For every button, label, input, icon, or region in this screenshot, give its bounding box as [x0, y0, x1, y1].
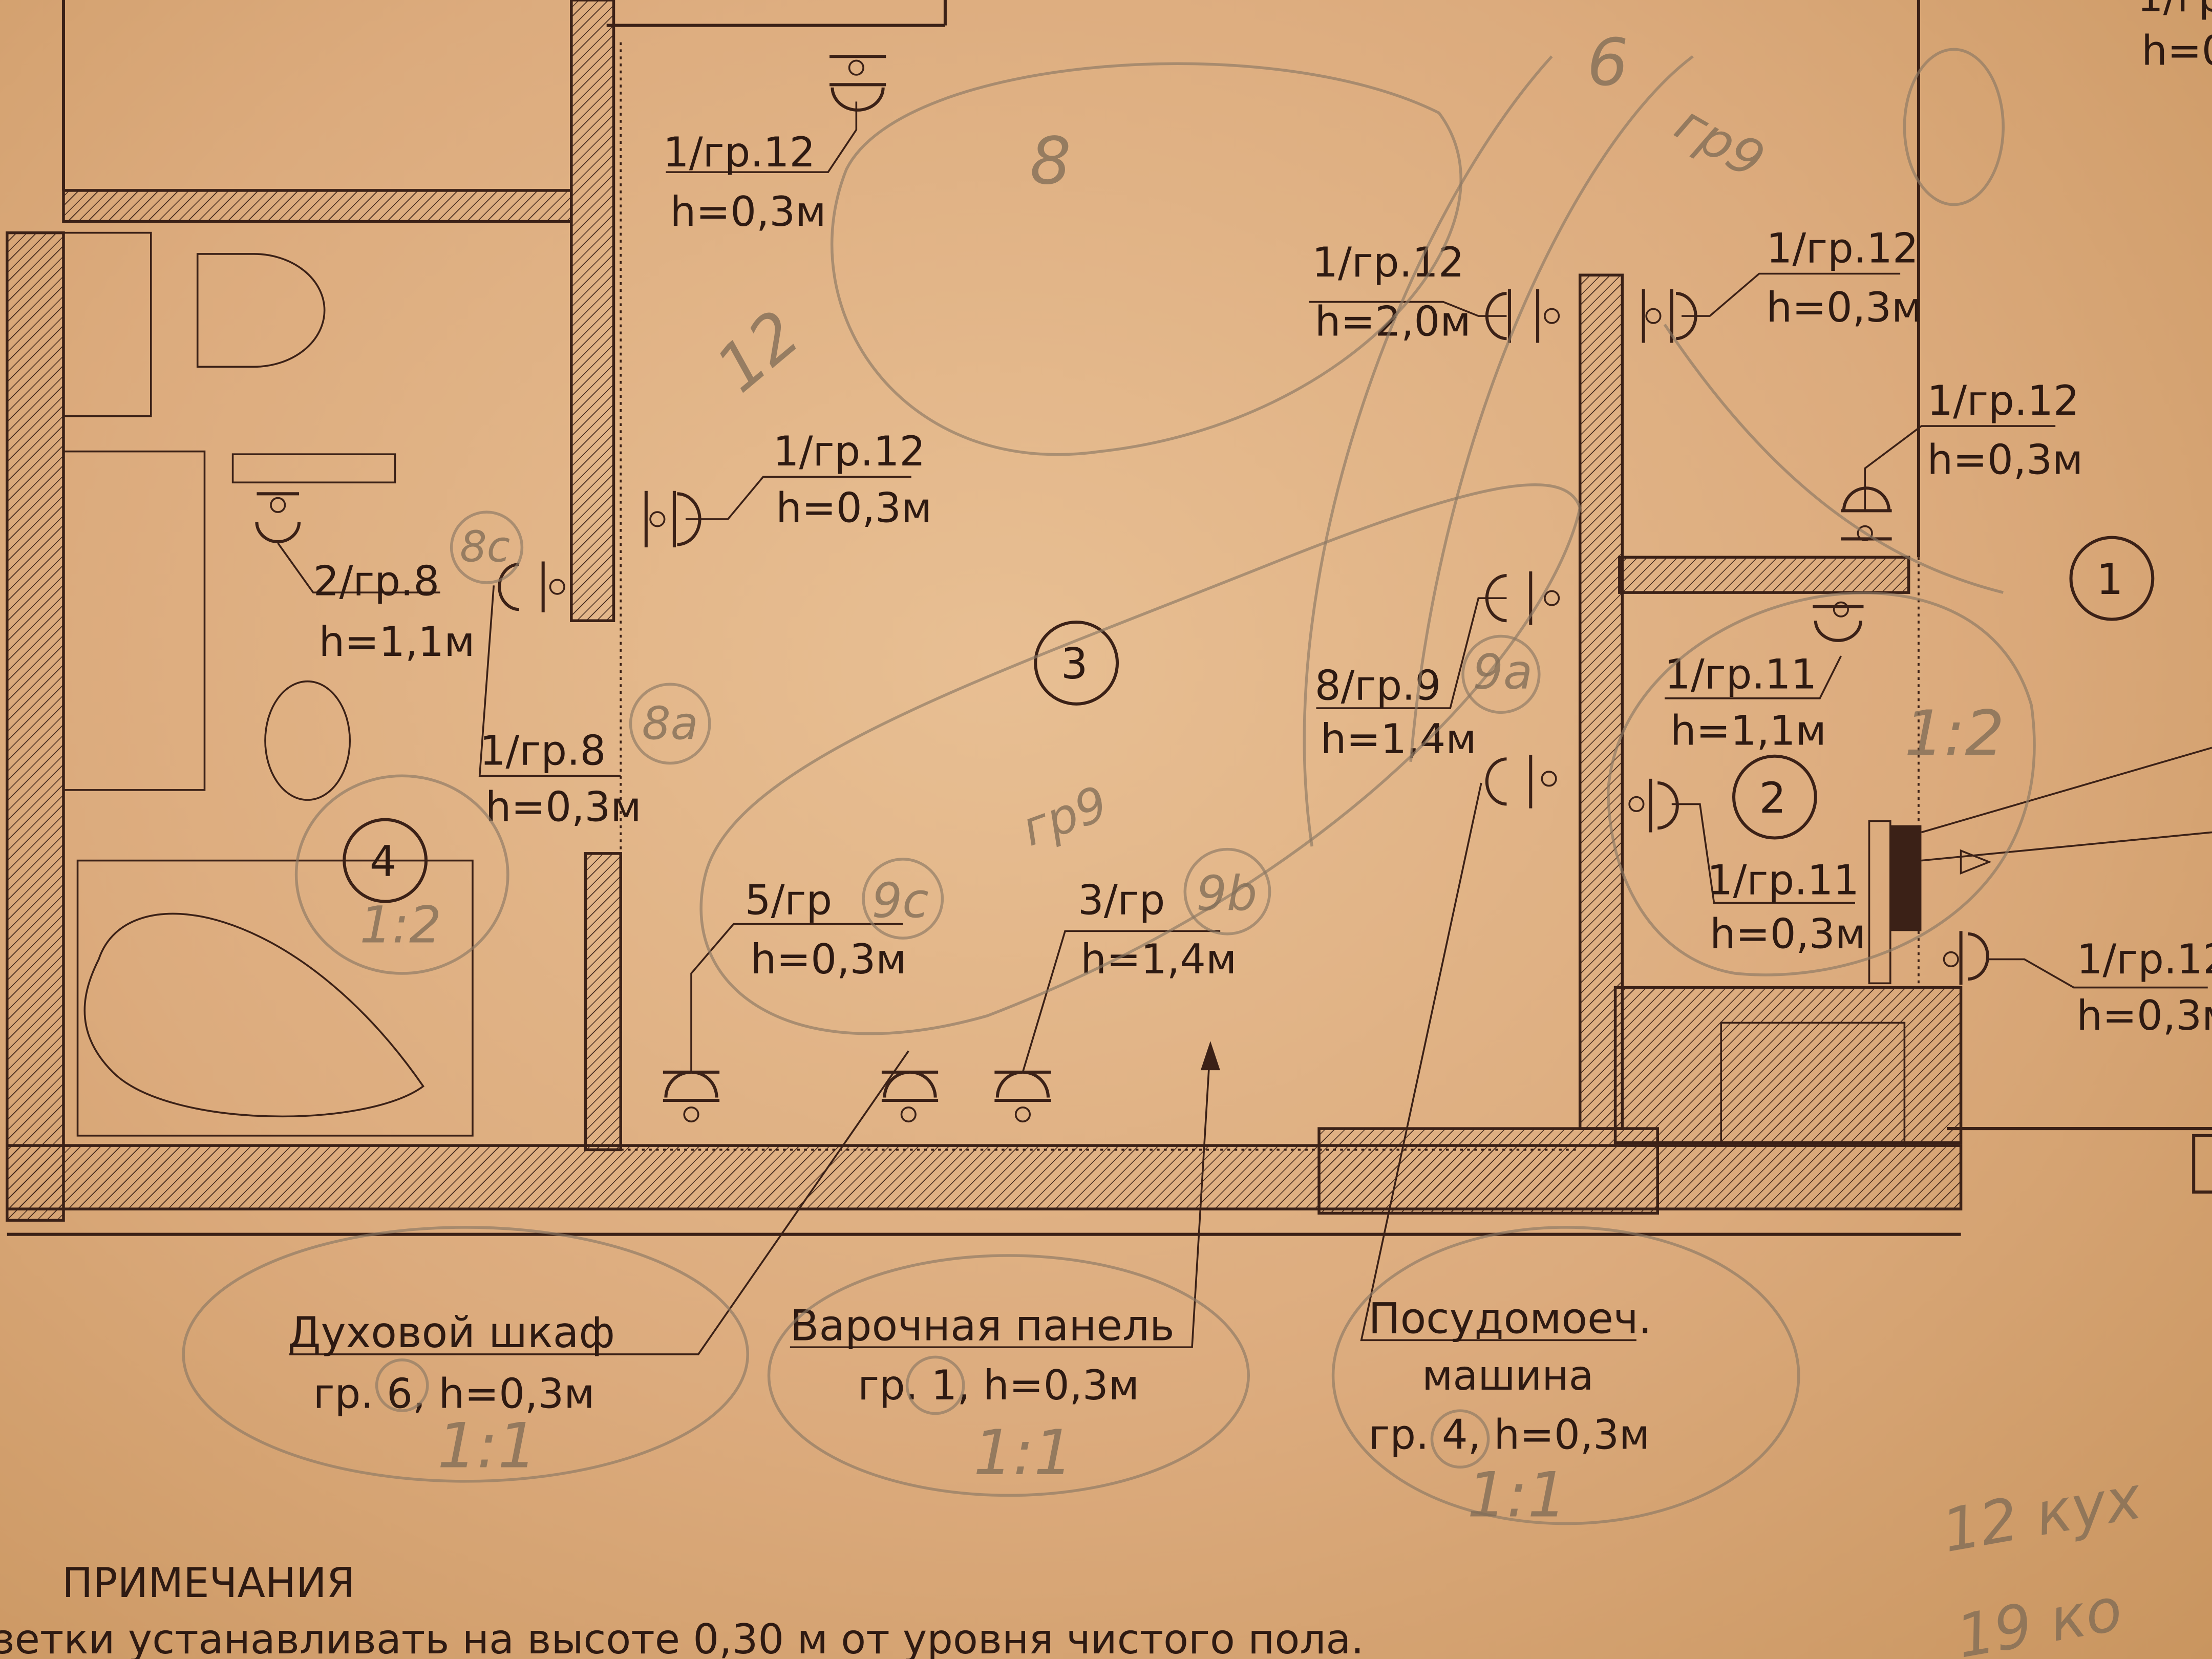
appliance-name: Посудомоеч.: [1368, 1294, 1652, 1344]
socket-icon: [1943, 931, 1989, 985]
pencil-note: гр9: [1666, 94, 1774, 190]
outlet-group: 2/гр.8: [313, 558, 440, 605]
outlet-group: 1/гр.12: [1927, 377, 2079, 424]
outlet-height: h=0,3м: [670, 188, 826, 236]
cabinet: [62, 231, 152, 417]
outlet-height: h=0,3м: [485, 783, 642, 831]
outlet-group: 1/гр.11: [1665, 650, 1817, 698]
walls: [6, 0, 2212, 1236]
pencil-note: 6: [1587, 24, 1628, 100]
notes-line: зетки устанавливать на высоте 0,30 м от …: [0, 1615, 1364, 1659]
outlet-height: h=0,3м: [751, 935, 907, 983]
room-number: 1: [2096, 555, 2123, 604]
socket-icon: [498, 561, 565, 612]
socket-icon: [881, 1070, 939, 1123]
notes-heading: ПРИМЕЧАНИЯ: [62, 1559, 355, 1607]
socket-icon: [1841, 486, 1892, 541]
pencil-note: 8с: [460, 523, 510, 572]
bathroom-top-wall: [62, 189, 573, 223]
appliance-spec: гр. 1, h=0,3м: [858, 1362, 1139, 1409]
outlet-symbols: [255, 55, 2212, 1123]
pencil-note: 1:1: [973, 1416, 1073, 1489]
pencil-note: 9с: [872, 873, 929, 929]
pencil-note: 12: [702, 295, 814, 407]
pencil-note: 1:2: [1904, 697, 2004, 770]
sink-icon: [264, 680, 351, 801]
socket-icon: [994, 1070, 1051, 1123]
pencil-note: гр9: [1015, 776, 1115, 858]
socket-icon: [1813, 601, 1864, 642]
outlet-group: 1/гр.12: [2077, 935, 2212, 983]
outlet-group: 1/гр.12: [663, 129, 815, 176]
pencil-note: 8а: [642, 697, 698, 750]
electrical-panel: [1890, 825, 1922, 931]
outlet-height: h=1,4м: [1080, 935, 1237, 983]
outlet-group: 5/гр: [745, 876, 832, 924]
outlet-group: 1/гр.12: [1312, 239, 1464, 286]
room-markers: 1 2 3 4: [343, 536, 2155, 903]
socket-icon: [1485, 754, 1557, 809]
appliance-spec: гр. 6, h=0,3м: [313, 1370, 595, 1418]
outlet-height: h=1,4м: [1321, 715, 1477, 763]
outlet-group: 3/гр: [1078, 876, 1165, 924]
appliance-name: Духовой шкаф: [288, 1308, 615, 1357]
pencil-note: 1:2: [360, 896, 442, 954]
socket-icon: [663, 1070, 720, 1123]
appliance-labels: Духовой шкаф гр. 6, h=0,3м Варочная пане…: [288, 1294, 1652, 1459]
bottom-outer-wall: [6, 1144, 1963, 1210]
pencil-note: 8: [1030, 123, 1071, 199]
outlet-group: 1/гр.12: [1766, 224, 1918, 272]
pencil-note: 9b: [1196, 866, 1257, 922]
middle-wall: [1578, 273, 1624, 1130]
outlet-group: 1/гр.8: [480, 727, 606, 774]
leader-lines: [277, 101, 2208, 1355]
bathroom-fixtures: [62, 231, 1906, 1144]
outlet-group: 1/гр: [2137, 0, 2212, 21]
wall-niche: [1317, 1127, 1659, 1215]
room-number: 4: [370, 837, 397, 886]
room-number: 3: [1061, 640, 1088, 689]
appliance-name: Варочная панель: [790, 1301, 1175, 1350]
outlet-height: h=1,1м: [319, 618, 475, 666]
kitchen-left-wall-lower: [584, 852, 623, 1152]
toilet-icon: [196, 253, 326, 368]
socket-icon: [255, 492, 301, 543]
pencil-note: 19 ко: [1951, 1575, 2127, 1659]
left-outer-wall: [6, 231, 65, 1222]
outlet-height: h=0,3м: [2077, 992, 2212, 1039]
outlet-height: h=0,3м: [1710, 910, 1866, 958]
cabinet-2: [1720, 1022, 1906, 1144]
outlet-labels: 1/гр.12 h=0,3м 1/гр.12 h=0,3м 2/гр.8 h=1…: [313, 0, 2212, 1039]
room2-top-wall: [1618, 556, 1910, 594]
socket-icon: [830, 55, 886, 112]
room2-bottom-wall: [1613, 986, 1963, 1144]
socket-icon: [1628, 778, 1679, 833]
outlet-height: h=0,3м: [1766, 284, 1922, 331]
outlet-height: h=1,1м: [1670, 707, 1826, 755]
appliance-spec: гр. 4, h=0,3м: [1368, 1411, 1650, 1458]
outlet-height: h=0: [2141, 27, 2212, 75]
washing-machine: [62, 450, 206, 791]
pencil-note: 1:1: [1467, 1459, 1567, 1532]
appliance-name-line2: машина: [1422, 1352, 1593, 1399]
outlet-height: h=0,3м: [1927, 436, 2083, 484]
outlet-group: 1/гр.12: [773, 428, 925, 475]
pencil-note: 12 кух: [1938, 1463, 2147, 1566]
room-number: 2: [1759, 774, 1786, 823]
bathtub-icon: [83, 912, 424, 1118]
kitchen-left-wall: [570, 0, 615, 622]
outlet-height: h=0,3м: [776, 484, 932, 531]
pencil-note: 9а: [1473, 644, 1533, 700]
outlet-group: 1/гр.11: [1707, 857, 1859, 904]
pencil-note: 1:1: [437, 1409, 537, 1482]
